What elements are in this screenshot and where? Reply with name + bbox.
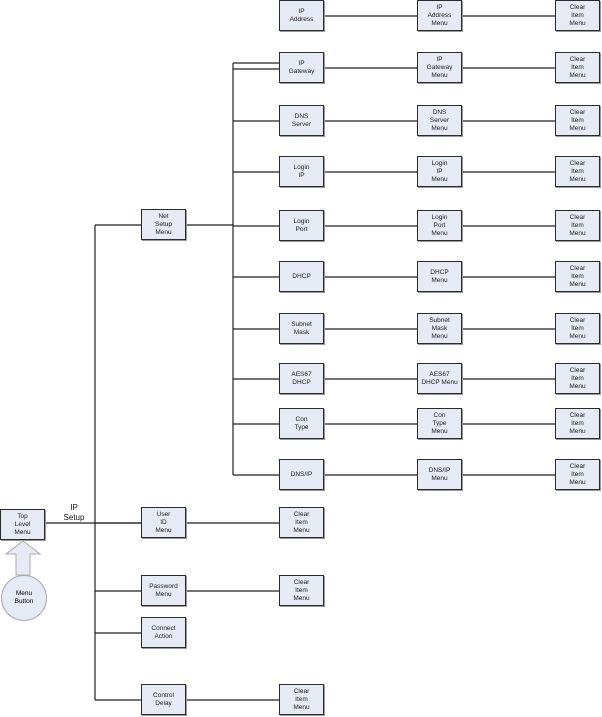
clear-item-menu-box: Clear Item Menu xyxy=(555,313,600,344)
net-item-box: Login Port xyxy=(279,210,324,241)
net-item-menu-box: Subnet Mask Menu xyxy=(417,313,462,344)
net-item-menu-box: IP Address Menu xyxy=(417,0,462,31)
net-item-menu-box: IP Gateway Menu xyxy=(417,52,462,83)
net-item-box: IP Address xyxy=(279,0,324,31)
clear-item-menu-box: Clear Item Menu xyxy=(279,575,324,606)
net-item-box: Con Type xyxy=(279,408,324,439)
clear-item-menu-box: Clear Item Menu xyxy=(555,459,600,490)
clear-item-menu-box: Clear Item Menu xyxy=(555,408,600,439)
setup-item-box: Connect Action xyxy=(141,617,186,648)
net-item-menu-box: Login IP Menu xyxy=(417,156,462,187)
net-item-box: DNS Server xyxy=(279,105,324,136)
clear-item-menu-box: Clear Item Menu xyxy=(555,156,600,187)
net-item-box: AES67 DHCP xyxy=(279,363,324,394)
clear-item-menu-box: Clear Item Menu xyxy=(555,210,600,241)
net-item-box: Subnet Mask xyxy=(279,313,324,344)
arrow-up-icon xyxy=(4,540,42,576)
clear-item-menu-box: Clear Item Menu xyxy=(555,261,600,292)
net-item-menu-box: DHCP Menu xyxy=(417,261,462,292)
setup-item-box: Control Delay xyxy=(141,684,186,715)
clear-item-menu-box: Clear Item Menu xyxy=(555,105,600,136)
clear-item-menu-box: Clear Item Menu xyxy=(555,0,600,31)
top-level-menu-box: Top Level Menu xyxy=(0,509,45,540)
net-item-box: IP Gateway xyxy=(279,52,324,83)
clear-item-menu-box: Clear Item Menu xyxy=(279,684,324,715)
net-item-menu-box: Con Type Menu xyxy=(417,408,462,439)
net-item-menu-box: DNS/IP Menu xyxy=(417,459,462,490)
net-setup-menu-box: Net Setup Menu xyxy=(141,209,186,240)
net-item-menu-box: AES67 DHCP Menu xyxy=(417,363,462,394)
setup-item-box: Password Menu xyxy=(141,575,186,606)
net-item-box: Login IP xyxy=(279,156,324,187)
clear-item-menu-box: Clear Item Menu xyxy=(555,52,600,83)
setup-item-box: User ID Menu xyxy=(141,507,186,538)
net-item-box: DNS/IP xyxy=(279,459,324,490)
net-item-menu-box: DNS Server Menu xyxy=(417,105,462,136)
clear-item-menu-box: Clear Item Menu xyxy=(279,507,324,538)
menu-button-circle: Menu Button xyxy=(1,575,47,621)
net-item-box: DHCP xyxy=(279,261,324,292)
net-item-menu-box: Login Port Menu xyxy=(417,210,462,241)
ip-setup-label: IP Setup xyxy=(63,503,85,522)
clear-item-menu-box: Clear Item Menu xyxy=(555,363,600,394)
